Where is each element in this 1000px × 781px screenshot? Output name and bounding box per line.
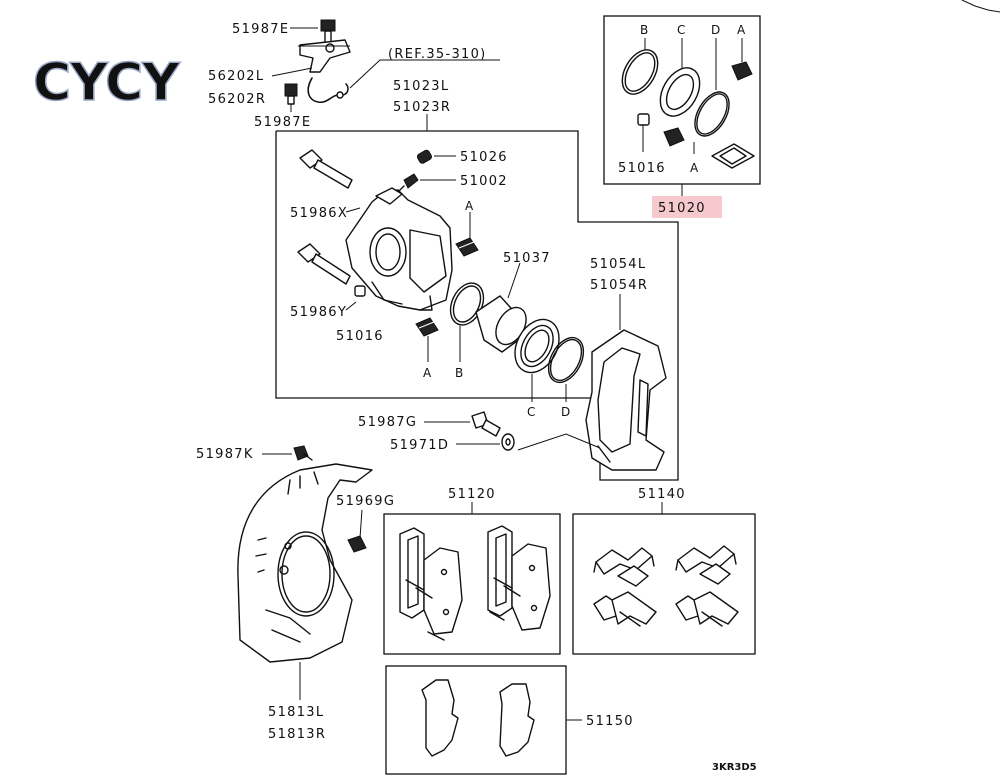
letter-D-main: D [561,405,570,419]
hose-bracket-group: 51987E 56202L 56202R 51987E (REF.35-310) [208,19,500,130]
sleeve-51016[interactable] [354,285,366,297]
highlight-51020 [652,196,722,218]
kit-grease-packet[interactable] [711,143,755,169]
pad-clip-set-upper-right[interactable] [675,545,737,585]
pad-clip-set-lower-left[interactable] [593,591,657,627]
leader-line [517,433,601,451]
label-51986X[interactable]: 51986X [290,206,348,221]
hose-bracket[interactable] [298,39,351,73]
label-51971D[interactable]: 51971D [390,438,449,453]
caliper-body[interactable] [345,187,453,311]
letter-C-main: C [527,405,535,419]
label-51037[interactable]: 51037 [503,251,551,266]
label-51140[interactable]: 51140 [638,487,686,502]
leader-line [359,509,363,539]
leader-line [271,67,313,77]
kit-boot-A-bottom[interactable] [663,127,685,147]
label-56202R[interactable]: 56202R [208,92,266,107]
caliper-assembly-outline [275,130,679,481]
leader-line [507,262,521,299]
bolt-51969G[interactable] [347,535,367,553]
label-51120[interactable]: 51120 [448,487,496,502]
piston-boot-C[interactable] [506,312,568,380]
label-51813R[interactable]: 51813R [268,727,326,742]
ref-leader-line [349,59,500,89]
pad-shim-right[interactable] [499,683,535,757]
corner-artifact [961,0,1000,13]
label-51813L[interactable]: 51813L [268,705,324,720]
pad-clip-set-upper-left[interactable] [593,547,655,587]
kit-boot-C[interactable] [652,61,707,123]
letter-A-kit-bottom: A [690,161,699,175]
label-51016-kit[interactable]: 51016 [618,161,666,176]
bolt-51987E-bottom[interactable] [284,83,298,105]
kit-ring-D[interactable] [688,86,736,142]
boot-A-upper[interactable] [455,237,479,257]
piston[interactable] [475,295,532,353]
bleeder-screw[interactable] [397,173,419,193]
brake-pad-set-left[interactable] [399,527,463,641]
watermark-text: CYCY [33,53,181,113]
kit-sleeve-51016[interactable] [637,113,650,126]
kit-seal-B[interactable] [615,44,665,101]
guide-pin-upper[interactable] [299,149,353,189]
label-51150[interactable]: 51150 [586,714,634,729]
pad-shim-box [385,665,567,775]
watermark-logo: CYCY [32,52,183,114]
washer-51971D[interactable] [501,433,515,451]
pad-clip-box [572,513,756,655]
pad-shim-left[interactable] [421,679,459,757]
boot-A-lower[interactable] [415,317,439,337]
label-51054L[interactable]: 51054L [590,257,646,272]
bolt-51987K[interactable] [293,445,313,461]
bolt-51987E-top[interactable] [320,19,336,44]
label-51023L[interactable]: 51023L [393,79,449,94]
letter-B-main: B [455,366,463,380]
pad-clip-set-lower-right[interactable] [675,591,739,627]
label-51987K[interactable]: 51987K [196,447,254,462]
reference-label[interactable]: (REF.35-310) [388,47,487,62]
letter-D-kit: D [711,23,720,37]
label-51987E-bottom[interactable]: 51987E [254,115,311,130]
label-51020[interactable]: 51020 [658,201,706,216]
label-51016-main[interactable]: 51016 [336,329,384,344]
kit-boot-A-top[interactable] [731,61,753,81]
letter-B-kit: B [640,23,648,37]
label-51026[interactable]: 51026 [460,150,508,165]
leader-line [345,207,361,213]
brake-pad-set-right[interactable] [487,525,551,631]
dust-shield[interactable] [237,463,373,663]
caliper-support-bracket[interactable] [585,329,667,471]
label-56202L[interactable]: 56202L [208,69,264,84]
letter-A-kit-top: A [737,23,746,37]
label-51986Y[interactable]: 51986Y [290,305,347,320]
label-51002[interactable]: 51002 [460,174,508,189]
label-51054R[interactable]: 51054R [590,278,648,293]
letter-A-upper: A [465,199,474,213]
ring-D[interactable] [541,332,590,388]
bolt-51987G[interactable] [471,411,501,437]
letter-C-kit: C [677,23,685,37]
brake-pad-box [383,513,561,655]
label-51987E-top[interactable]: 51987E [232,22,289,37]
bleeder-cap[interactable] [416,149,432,164]
label-51969G[interactable]: 51969G [336,494,395,509]
guide-pin-lower[interactable] [297,243,351,285]
diagram-code: 3KR3D5 [712,762,757,773]
label-51987G[interactable]: 51987G [358,415,417,430]
letter-A-lower: A [423,366,432,380]
brake-hose[interactable] [307,77,349,103]
label-51023R[interactable]: 51023R [393,100,451,115]
leader-line [345,301,357,311]
